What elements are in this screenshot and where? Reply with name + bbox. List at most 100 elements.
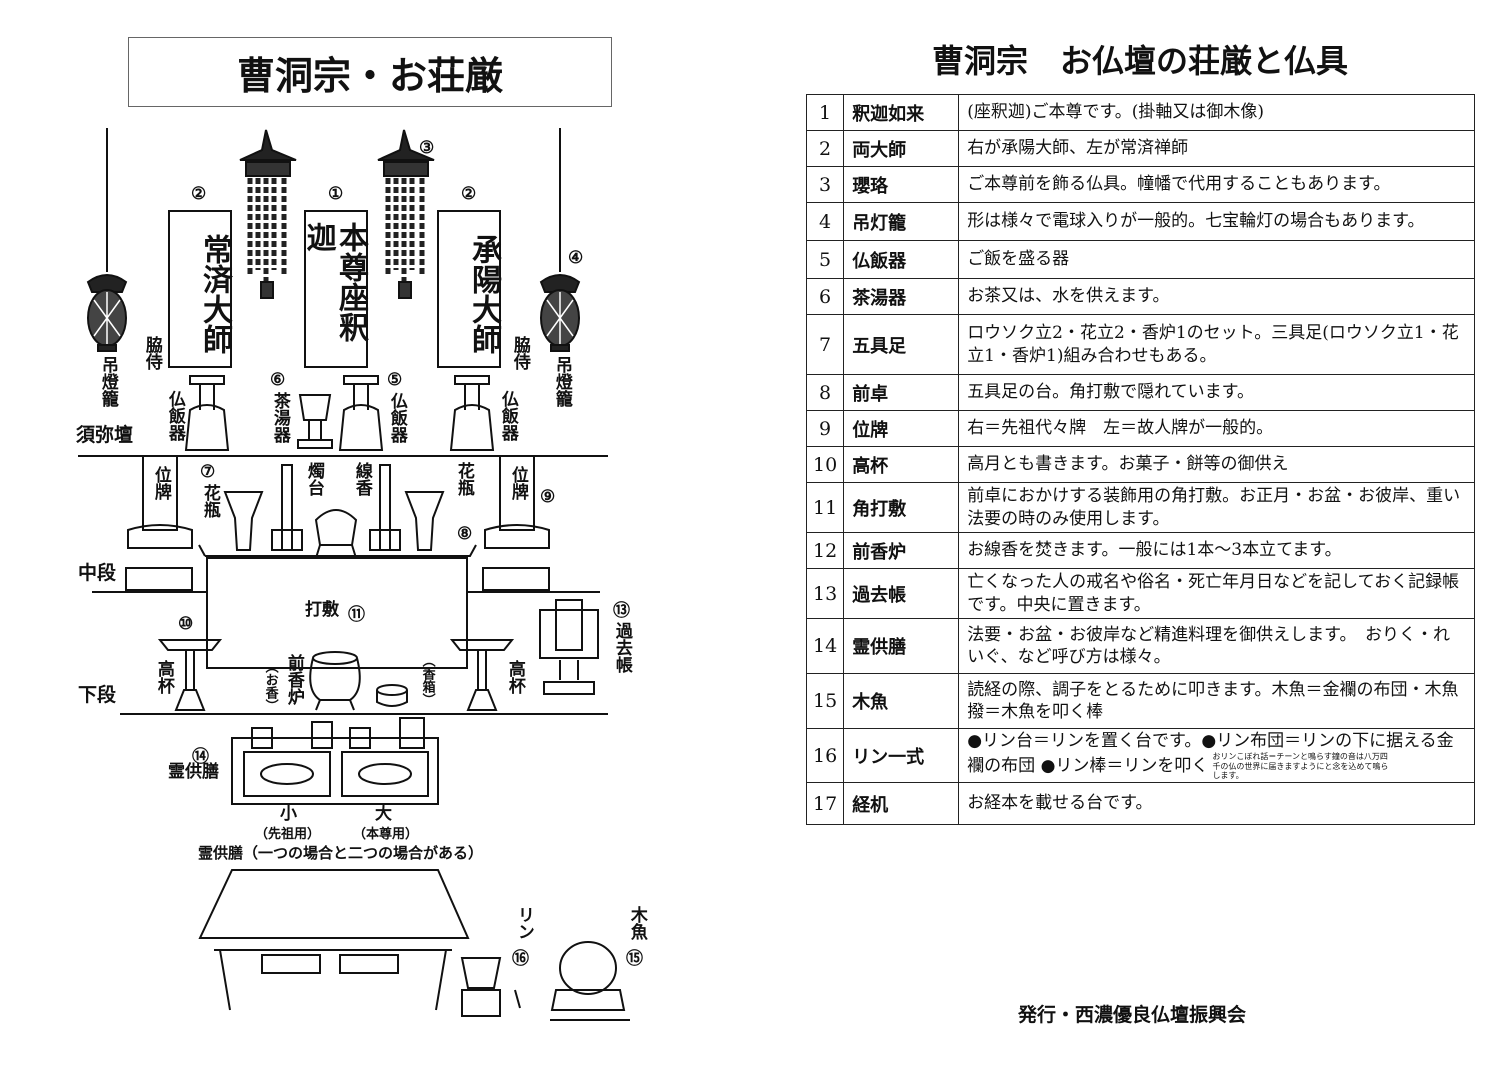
- label-kabin-left: 花瓶: [199, 484, 220, 518]
- label-reigusen: 霊供膳: [168, 762, 219, 782]
- item-description: ●リン台＝リンを置く台です。●リン布団＝リンの下に据える金襴の布団 ●リン棒＝リ…: [958, 728, 1475, 783]
- item-name: 角打敷: [843, 482, 960, 533]
- item-name: 両大師: [843, 130, 960, 167]
- buppanki-left: [184, 375, 230, 451]
- item-description-text: 法要・お盆・お彼岸など精進料理を御供えします。 おりく・れいぐ、など呼び方は様々…: [967, 624, 1450, 667]
- left-title: 曹洞宗・お荘厳: [128, 37, 612, 107]
- item-description-text: ロウソク立2・花立2・香炉1のセット。三具足(ロウソク立1・花立1・香炉1)組み…: [967, 323, 1459, 366]
- item-name: 木魚: [843, 673, 960, 729]
- kobako: [376, 684, 408, 707]
- label-rin: リン: [513, 906, 534, 940]
- ihai-left: [125, 455, 193, 591]
- item-number: 6: [805, 278, 845, 315]
- item-description: お経本を載せる台です。: [958, 782, 1475, 825]
- label-kakocho: 過去帳: [611, 622, 632, 673]
- maejoku: [198, 544, 477, 669]
- item-description-text: ご飯を盛る器: [967, 249, 1070, 270]
- item-name: リン一式: [843, 728, 960, 783]
- item-number: 10: [805, 446, 845, 483]
- label-large-sub: （本尊用）: [353, 827, 419, 842]
- item-description: お線香を焚きます。一般には1本〜3本立てます。: [958, 532, 1475, 569]
- item-description: お茶又は、水を供えます。: [958, 278, 1475, 315]
- label-takatsuki-right: 高杯: [504, 660, 525, 694]
- item-number: 14: [805, 618, 845, 674]
- label-kobako: （香箱）: [419, 654, 435, 706]
- item-description-text: お経本を載せる台です。: [967, 793, 1153, 814]
- item-description-text: (座釈迦)ご本尊です。(掛軸又は御木像): [967, 102, 1265, 123]
- label-okou: （お香）: [262, 660, 278, 712]
- label-reigusen-note: 霊供膳（一つの場合と二つの場合がある）: [198, 844, 484, 862]
- label-ihai-right: 位牌: [507, 466, 528, 500]
- label-buppanki-right: 仏飯器: [497, 390, 518, 441]
- label-kabin-right: 花瓶: [453, 462, 474, 496]
- kabin-right: [404, 491, 445, 551]
- kyozukue: [198, 869, 470, 1011]
- item-number: 11: [805, 482, 845, 533]
- item-description: (座釈迦)ご本尊です。(掛軸又は御木像): [958, 94, 1475, 131]
- marker-2-left: ②: [191, 184, 207, 204]
- item-description: ご本尊前を飾る仏具。幢幡で代用することもあります。: [958, 166, 1475, 203]
- label-uchishiki: 打敷: [305, 600, 339, 620]
- marker-7: ⑦: [200, 462, 216, 482]
- label-gedan: 下段: [78, 684, 117, 706]
- marker-3: ③: [419, 138, 435, 158]
- item-number: 16: [805, 728, 845, 783]
- item-description: 読経の際、調子をとるために叩きます。木魚＝金襴の布団・木魚撥＝木魚を叩く棒: [958, 673, 1475, 729]
- item-number: 17: [805, 782, 845, 825]
- item-name: 仏飯器: [843, 240, 960, 279]
- item-number: 2: [805, 130, 845, 167]
- item-name: 高杯: [843, 446, 960, 483]
- item-description-text: お線香を焚きます。一般には1本〜3本立てます。: [967, 540, 1342, 561]
- item-description-text: 右が承陽大師、左が常済禅師: [967, 138, 1189, 159]
- hanging-lantern-right: [539, 274, 581, 352]
- label-chatoki: 茶湯器: [269, 392, 290, 443]
- item-description: 高月とも書きます。お菓子・餅等の御供え: [958, 446, 1475, 483]
- item-number: 1: [805, 94, 845, 131]
- item-description: ロウソク立2・花立2・香炉1のセット。三具足(ロウソク立1・花立1・香炉1)組み…: [958, 314, 1475, 375]
- item-description: 右が承陽大師、左が常済禅師: [958, 130, 1475, 167]
- marker-10: ⑩: [178, 614, 194, 634]
- scroll-joyo-daishi: 承陽大師: [437, 210, 501, 368]
- mokugyo: [550, 941, 630, 1021]
- hanging-lantern-left: [86, 274, 128, 352]
- item-name: 位牌: [843, 410, 960, 447]
- marker-8: ⑧: [457, 524, 473, 544]
- marker-9: ⑨: [540, 487, 556, 507]
- buppanki-right: [449, 375, 495, 451]
- item-name: 霊供膳: [843, 618, 960, 674]
- item-description-text: 亡くなった人の戒名や俗名・死亡年月日などを記しておく記録帳です。中央に置きます。: [967, 572, 1460, 615]
- buppanki-center: [338, 375, 384, 451]
- scroll-honzon: 本尊座釈迦: [300, 210, 368, 368]
- label-takatsuki-left: 高杯: [153, 660, 174, 694]
- label-lantern-right: 吊燈籠: [551, 356, 572, 407]
- label-wakiji-left: 脇侍: [141, 336, 162, 370]
- item-description-text: 五具足の台。角打敷で隠れています。: [967, 382, 1254, 403]
- item-number: 13: [805, 568, 845, 619]
- scroll-center-text: 本尊座釈迦: [300, 222, 368, 342]
- marker-15: ⑮: [626, 949, 643, 969]
- label-chudan: 中段: [78, 562, 117, 584]
- item-number: 8: [805, 374, 845, 411]
- item-description: 右＝先祖代々牌 左＝故人牌が一般的。: [958, 410, 1475, 447]
- marker-14: ⑭: [192, 747, 209, 767]
- item-name: 過去帳: [843, 568, 960, 619]
- item-number: 7: [805, 314, 845, 375]
- kakocho: [539, 599, 599, 695]
- marker-13: ⑬: [613, 601, 630, 621]
- item-name: 吊灯籠: [843, 202, 960, 241]
- marker-5: ⑤: [387, 370, 403, 390]
- label-buppanki-left: 仏飯器: [164, 390, 185, 441]
- marker-1: ①: [328, 184, 344, 204]
- label-shumidan: 須弥壇: [76, 424, 134, 446]
